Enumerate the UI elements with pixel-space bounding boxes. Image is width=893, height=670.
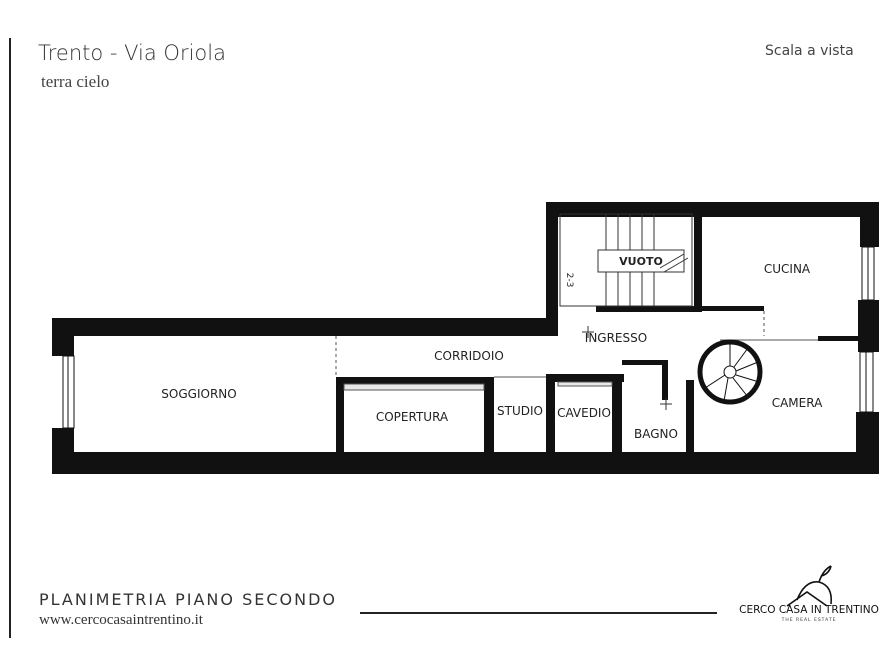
interior-walls [336,210,860,454]
page-subtitle: terra cielo [41,72,110,91]
spiral-staircase [697,339,763,405]
room-label-soggiorno: SOGGIORNO [161,387,236,401]
thin-lines [335,311,818,391]
staircase [559,213,693,307]
brand-name: CERCO CASA IN TRENTINO [739,604,879,616]
page-title: Trento - Via Oriola [38,41,226,65]
room-label-copertura: COPERTURA [376,410,449,424]
brand-logo-icon [786,565,833,607]
room-label-studio: STUDIO [497,404,543,418]
brand-tagline: THE REAL ESTATE [781,618,837,623]
room-label-vuoto: VUOTO [619,255,663,268]
room-label-ingresso: INGRESSO [585,331,647,345]
room-label-camera: CAMERA [772,396,823,410]
room-label-bagno: BAGNO [634,427,678,441]
room-label-corridoio: CORRIDOIO [434,349,504,363]
footer-divider [360,612,717,614]
scale-note: Scala a vista [765,43,854,59]
plan-title: PLANIMETRIA PIANO SECONDO [39,590,337,609]
windows [62,246,875,429]
stair-label: 2-3 [564,273,574,288]
left-border-line [9,38,11,638]
room-label-cavedio: CAVEDIO [557,406,611,420]
fixture-marks [582,326,672,410]
room-label-cucina: CUCINA [764,262,811,276]
website-link[interactable]: www.cercocasaintrentino.it [39,612,203,628]
exterior-walls [52,202,879,474]
